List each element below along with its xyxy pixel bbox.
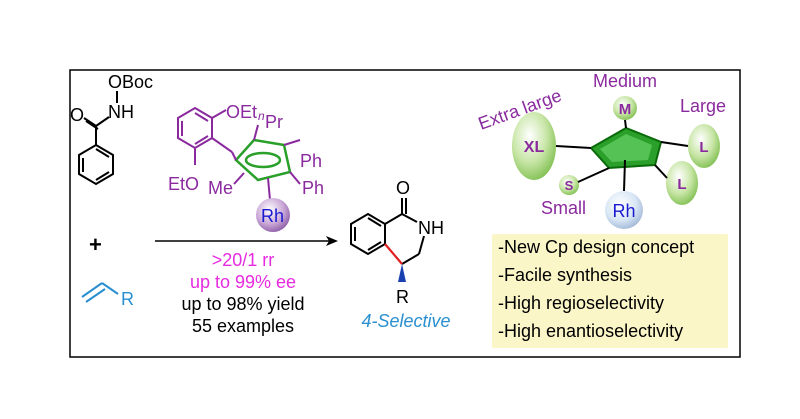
l-letter-lower: L [677, 176, 686, 193]
m-letter: M [619, 101, 632, 118]
cp-substituents [231, 124, 301, 201]
l-ball-right [688, 124, 720, 168]
features-box: -New Cp design concept -Facile synthesis… [492, 234, 728, 348]
l-letter-right: L [699, 139, 708, 156]
frame [69, 69, 741, 358]
rh-ball-model [605, 191, 643, 229]
rh-ligand-label: Rh [261, 206, 284, 226]
benzamide-structure [78, 91, 118, 186]
plus-sign: + [89, 232, 102, 257]
product-red-bond [384, 243, 403, 265]
condition-examples: 55 examples [192, 316, 294, 336]
npr-label: Pr [265, 112, 283, 132]
condition-rr: >20/1 rr [212, 250, 275, 270]
product-o-label: O [396, 178, 410, 198]
alkene-structure [81, 282, 119, 303]
nh-label: NH [108, 102, 134, 122]
feature-item: -Facile synthesis [498, 265, 633, 285]
condition-yield: up to 98% yield [181, 294, 304, 314]
product-wedge-bond [398, 264, 406, 282]
rh-ball-ligand [256, 198, 290, 232]
reaction-arrow [155, 236, 338, 246]
s-ball [559, 175, 579, 195]
rh-model-label: Rh [612, 201, 635, 221]
cp-model-bonds [555, 119, 689, 192]
alkene-r-label: R [121, 289, 134, 309]
npr-sup: n [258, 109, 265, 123]
cp-model-ring [589, 126, 663, 170]
eto-label: EtO [168, 174, 199, 194]
carbonyl-o-label: O [70, 105, 84, 125]
product-structure [350, 198, 425, 265]
selectivity-label: 4-Selective [361, 311, 450, 331]
l-ball-lower [666, 161, 698, 205]
product-nh-label: NH [418, 218, 444, 238]
feature-item: -New Cp design concept [498, 237, 695, 257]
small-label: Small [541, 198, 586, 218]
aryl-ring [177, 106, 233, 165]
xl-ball [512, 112, 556, 180]
medium-label: Medium [593, 71, 657, 91]
m-ball [613, 96, 637, 120]
ph1-label: Ph [300, 151, 322, 171]
cp-ring-ligand [234, 138, 292, 182]
ph2-label: Ph [302, 178, 324, 198]
large-label: Large [680, 96, 726, 116]
oboc-label: OBoc [108, 72, 153, 92]
feature-item: -High regioselectivity [498, 293, 665, 313]
feature-item: -High enantioselectivity [498, 321, 684, 341]
oet-label: OEt [226, 102, 257, 122]
product-r-label: R [396, 287, 409, 307]
me-label: Me [208, 178, 233, 198]
condition-ee: up to 99% ee [190, 272, 296, 292]
xl-letter: XL [524, 139, 545, 156]
s-letter: S [565, 178, 574, 193]
